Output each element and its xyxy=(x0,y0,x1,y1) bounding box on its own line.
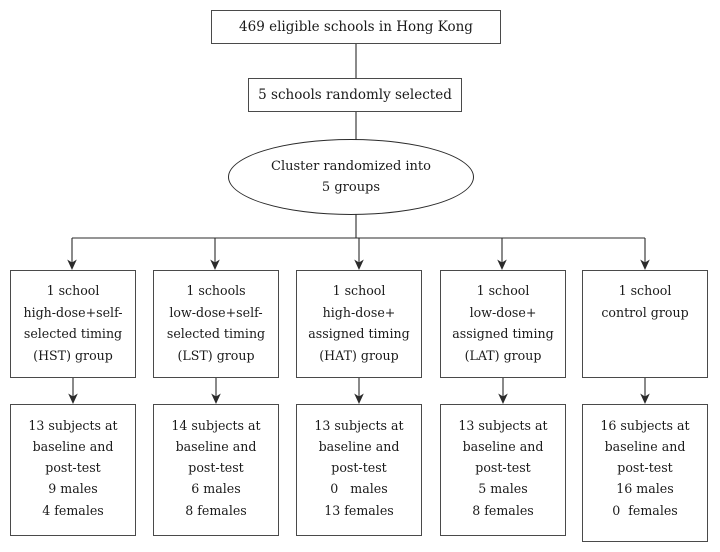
group-hat-line-3: assigned timing xyxy=(308,326,410,342)
group-box-hst: 1 school high-dose+self- selected timing… xyxy=(10,270,136,378)
result-hat-line-2: baseline and xyxy=(318,439,400,455)
arrowhead-2 xyxy=(210,259,220,270)
group-hst-line-2: high-dose+self- xyxy=(23,304,123,320)
result-lst-line-5: 8 females xyxy=(185,502,247,518)
result-hat-line-3: post-test xyxy=(331,460,387,476)
result-hst-line-4: 9 males xyxy=(48,481,98,497)
group-hat-line-2: high-dose+ xyxy=(322,304,396,320)
node-randomized-line-2: 5 groups xyxy=(321,180,381,195)
result-box-control: 16 subjects at baseline and post-test 16… xyxy=(582,404,708,542)
group-hat-line-4: (HAT) group xyxy=(319,347,399,363)
group-control-line-2: control group xyxy=(601,304,689,320)
group-lst-line-3: selected timing xyxy=(166,326,266,342)
result-hat-line-5: 13 females xyxy=(324,502,394,518)
arrowhead-result-4 xyxy=(498,393,508,404)
node-eligible-schools: 469 eligible schools in Hong Kong xyxy=(211,10,501,44)
result-control-line-3: post-test xyxy=(617,460,673,476)
group-lst-line-4: (LST) group xyxy=(177,347,255,363)
result-box-hst: 13 subjects at baseline and post-test 9 … xyxy=(10,404,136,536)
group-control-line-1: 1 school xyxy=(618,283,672,298)
result-hst-line-5: 4 females xyxy=(42,502,104,518)
result-lat-line-3: post-test xyxy=(475,460,531,476)
group-lat-line-2: low-dose+ xyxy=(469,304,537,320)
result-box-lst: 14 subjects at baseline and post-test 6 … xyxy=(153,404,279,536)
group-lat-line-1: 1 school xyxy=(476,283,530,298)
result-hst-line-1: 13 subjects at xyxy=(28,418,118,433)
group-lat-line-4: (LAT) group xyxy=(464,347,542,363)
node-randomized-line-1: Cluster randomized into xyxy=(271,158,431,174)
group-lat-line-3: assigned timing xyxy=(452,326,554,342)
group-lst-line-1: 1 schools xyxy=(186,283,246,298)
result-lat-line-1: 13 subjects at xyxy=(458,418,548,433)
group-hst-line-3: selected timing xyxy=(23,326,123,342)
node-cluster-randomized: Cluster randomized into 5 groups xyxy=(228,139,474,215)
result-lat-line-5: 8 females xyxy=(472,502,534,518)
result-hst-line-3: post-test xyxy=(45,460,101,476)
result-lst-line-1: 14 subjects at xyxy=(171,418,261,433)
arrowhead-5 xyxy=(640,259,650,270)
group-box-lst: 1 schools low-dose+self- selected timing… xyxy=(153,270,279,378)
result-hst-line-2: baseline and xyxy=(32,439,114,455)
result-control-line-1: 16 subjects at xyxy=(600,418,690,433)
result-control-line-5: 0 females xyxy=(612,502,678,518)
arrowhead-3 xyxy=(354,259,364,270)
group-hst-line-4: (HST) group xyxy=(33,347,113,363)
result-lat-line-4: 5 males xyxy=(478,481,528,497)
group-hat-line-1: 1 school xyxy=(332,283,386,298)
result-hat-line-4: 0 males xyxy=(330,481,388,497)
node-eligible-line-1: 469 eligible schools in Hong Kong xyxy=(239,18,473,35)
result-lat-line-2: baseline and xyxy=(462,439,544,455)
result-lst-line-3: post-test xyxy=(188,460,244,476)
arrowhead-result-2 xyxy=(211,393,221,404)
result-box-lat: 13 subjects at baseline and post-test 5 … xyxy=(440,404,566,536)
group-hst-line-1: 1 school xyxy=(46,283,100,298)
result-hat-line-1: 13 subjects at xyxy=(314,418,404,433)
result-control-line-4: 16 males xyxy=(616,481,674,497)
arrowhead-result-3 xyxy=(354,393,364,404)
node-schools-selected: 5 schools randomly selected xyxy=(248,78,462,112)
arrowhead-4 xyxy=(497,259,507,270)
result-lst-line-4: 6 males xyxy=(191,481,241,497)
result-box-hat: 13 subjects at baseline and post-test 0 … xyxy=(296,404,422,536)
arrowhead-result-5 xyxy=(640,393,650,404)
result-lst-line-2: baseline and xyxy=(175,439,257,455)
arrowhead-1 xyxy=(67,259,77,270)
arrowhead-result-1 xyxy=(68,393,78,404)
result-control-line-2: baseline and xyxy=(604,439,686,455)
group-box-hat: 1 school high-dose+ assigned timing (HAT… xyxy=(296,270,422,378)
group-box-lat: 1 school low-dose+ assigned timing (LAT)… xyxy=(440,270,566,378)
group-box-control: 1 school control group xyxy=(582,270,708,378)
node-selected-line-1: 5 schools randomly selected xyxy=(258,86,452,103)
group-lst-line-2: low-dose+self- xyxy=(169,304,263,320)
